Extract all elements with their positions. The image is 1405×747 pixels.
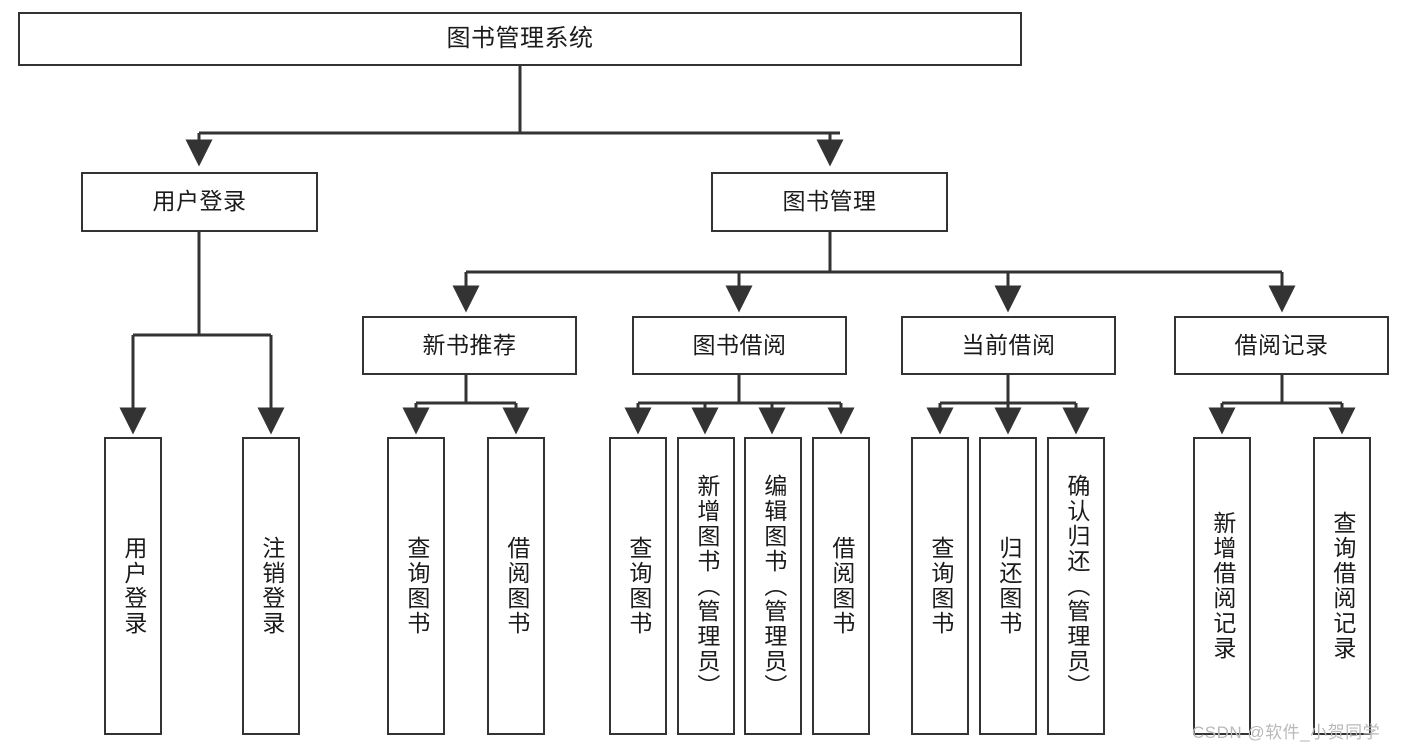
node-label: 查询借阅记录 (1329, 511, 1356, 661)
csdn-watermark: CSDN @软件_小贺同学 (1192, 723, 1381, 742)
node-label: 注销登录 (258, 536, 285, 636)
node-label: 归还图书 (995, 536, 1022, 636)
leaf-edit-book-admin[interactable]: 编辑图书（管理员） (744, 437, 802, 735)
node-label: 确认归还（管理员） (1063, 473, 1090, 699)
node-label: 图书管理系统 (446, 24, 594, 52)
node-borrow-records[interactable]: 借阅记录 (1174, 316, 1389, 375)
node-label: 查询图书 (625, 536, 652, 636)
node-current-borrow[interactable]: 当前借阅 (901, 316, 1116, 375)
leaf-confirm-return-admin[interactable]: 确认归还（管理员） (1047, 437, 1105, 735)
node-label: 借阅图书 (828, 536, 855, 636)
leaf-borrow-book-recommend[interactable]: 借阅图书 (487, 437, 545, 735)
leaf-query-book-borrow[interactable]: 查询图书 (609, 437, 667, 735)
node-book-management[interactable]: 图书管理 (711, 172, 948, 232)
node-book-borrow[interactable]: 图书借阅 (632, 316, 847, 375)
leaf-logout[interactable]: 注销登录 (242, 437, 300, 735)
node-new-book-recommend[interactable]: 新书推荐 (362, 316, 577, 375)
node-label: 借阅图书 (503, 536, 530, 636)
node-label: 用户登录 (120, 536, 147, 636)
node-label: 图书借阅 (692, 331, 787, 358)
leaf-user-login[interactable]: 用户登录 (104, 437, 162, 735)
node-label: 查询图书 (927, 536, 954, 636)
node-label: 用户登录 (152, 188, 247, 215)
node-label: 图书管理 (782, 188, 877, 215)
node-root-system[interactable]: 图书管理系统 (18, 12, 1022, 66)
leaf-query-book-recommend[interactable]: 查询图书 (387, 437, 445, 735)
node-label: 新书推荐 (422, 331, 517, 358)
leaf-return-book[interactable]: 归还图书 (979, 437, 1037, 735)
node-label: 当前借阅 (961, 331, 1056, 358)
node-label: 新增图书（管理员） (693, 473, 720, 699)
leaf-query-book-current[interactable]: 查询图书 (911, 437, 969, 735)
node-label: 借阅记录 (1234, 331, 1329, 358)
leaf-add-borrow-record[interactable]: 新增借阅记录 (1193, 437, 1251, 735)
leaf-query-borrow-record[interactable]: 查询借阅记录 (1313, 437, 1371, 735)
node-label: 新增借阅记录 (1209, 511, 1236, 661)
leaf-borrow-book[interactable]: 借阅图书 (812, 437, 870, 735)
node-label: 编辑图书（管理员） (760, 473, 787, 699)
node-label: 查询图书 (403, 536, 430, 636)
node-user-login[interactable]: 用户登录 (81, 172, 318, 232)
leaf-add-book-admin[interactable]: 新增图书（管理员） (677, 437, 735, 735)
